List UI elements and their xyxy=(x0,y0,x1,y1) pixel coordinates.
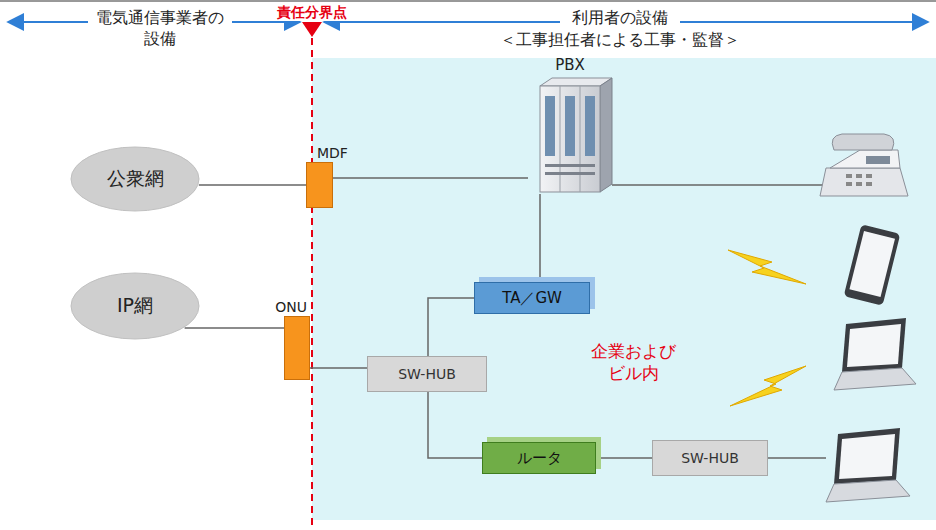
laptop-part xyxy=(847,324,901,367)
top-rule xyxy=(0,1,936,2)
device-wire xyxy=(612,185,826,458)
tablet-part xyxy=(844,224,901,305)
user-note: ＜工事担任者による工事・監督＞ xyxy=(470,30,770,51)
network-link xyxy=(428,298,474,356)
network-link xyxy=(333,177,528,179)
telephone-part xyxy=(866,174,872,178)
laptop-part xyxy=(842,318,906,372)
user-label: 利用者の設備 xyxy=(560,8,680,29)
laptop-part xyxy=(826,480,910,502)
pbx-server-part xyxy=(545,96,555,156)
telephone xyxy=(820,134,908,196)
node-heading: PBX xyxy=(555,56,585,74)
pbx-server-part xyxy=(545,172,595,175)
laptop-part xyxy=(839,434,895,479)
mdf-box: MDF xyxy=(306,162,333,208)
top-rule-part xyxy=(0,1,936,2)
carrier-label: 電気通信事業者の 設備 xyxy=(88,8,232,50)
node-label: 公衆網 xyxy=(107,166,164,192)
pbx-server-part xyxy=(560,86,561,192)
node-heading: MDF xyxy=(317,145,348,161)
device-wire-part xyxy=(768,457,826,459)
pbx-server-part xyxy=(585,96,595,156)
tablet-part-part xyxy=(849,231,895,297)
telephone-part xyxy=(856,182,862,186)
node-heading: ONU xyxy=(275,299,307,315)
node-label: IP網 xyxy=(117,293,153,319)
telephone-part xyxy=(820,168,908,196)
wireless-bolt-part xyxy=(728,250,806,284)
telephone-part xyxy=(856,174,862,178)
laptop xyxy=(834,318,916,390)
pbx-server xyxy=(540,78,612,192)
telephone-part xyxy=(830,150,900,168)
wireless-bolt xyxy=(728,250,806,406)
network-link xyxy=(310,367,367,369)
network-link xyxy=(539,194,541,282)
onu-box: ONU xyxy=(284,316,310,380)
tablet-part-part xyxy=(844,224,901,305)
pbx-server-part xyxy=(580,86,581,192)
network-link xyxy=(199,184,306,186)
user-premises-band xyxy=(312,58,936,520)
wireless-bolt-part xyxy=(730,366,806,406)
user-premises-band-part xyxy=(312,58,936,520)
pbx-server-part xyxy=(540,86,600,192)
laptop-part xyxy=(834,368,916,390)
pbx-server-part xyxy=(600,78,612,192)
telephone-part xyxy=(866,182,872,186)
demarcation-line-part xyxy=(302,22,322,37)
node-label: SW-HUB xyxy=(681,450,739,466)
tablet xyxy=(844,224,901,305)
network-ellipse: 公衆網 xyxy=(70,146,200,212)
device-wire-part xyxy=(612,184,826,186)
ellipse-shape xyxy=(71,273,199,339)
node-label: TA／GW xyxy=(502,289,562,308)
switch-hub-box: SW-HUB xyxy=(652,440,768,476)
node-label: SW-HUB xyxy=(398,366,456,382)
ellipse-shape xyxy=(71,147,199,211)
node-label: ルータ xyxy=(517,449,562,468)
network-link xyxy=(185,327,284,329)
pbx-server-part xyxy=(545,164,595,167)
router-box: ルータ xyxy=(482,442,596,474)
network-link xyxy=(596,457,652,459)
telephone-part xyxy=(832,134,894,150)
pbx-server-part xyxy=(565,96,575,156)
network-ellipse: IP網 xyxy=(70,272,200,340)
gateway-box: TA／GW xyxy=(474,282,590,314)
telephone-part xyxy=(846,174,852,178)
laptop-part xyxy=(834,428,900,484)
telephone-part xyxy=(866,156,890,164)
telephone-part xyxy=(846,182,852,186)
laptop xyxy=(826,428,910,502)
pbx-unit: PBX xyxy=(528,56,612,194)
switch-hub-box: SW-HUB xyxy=(367,356,487,392)
network-link xyxy=(428,392,482,458)
demarcation-label: 責任分界点 xyxy=(262,3,362,21)
demarcation-line xyxy=(302,22,322,530)
demarcation-line-part xyxy=(311,38,313,530)
premises-label: 企業および ビル内 xyxy=(585,340,681,384)
